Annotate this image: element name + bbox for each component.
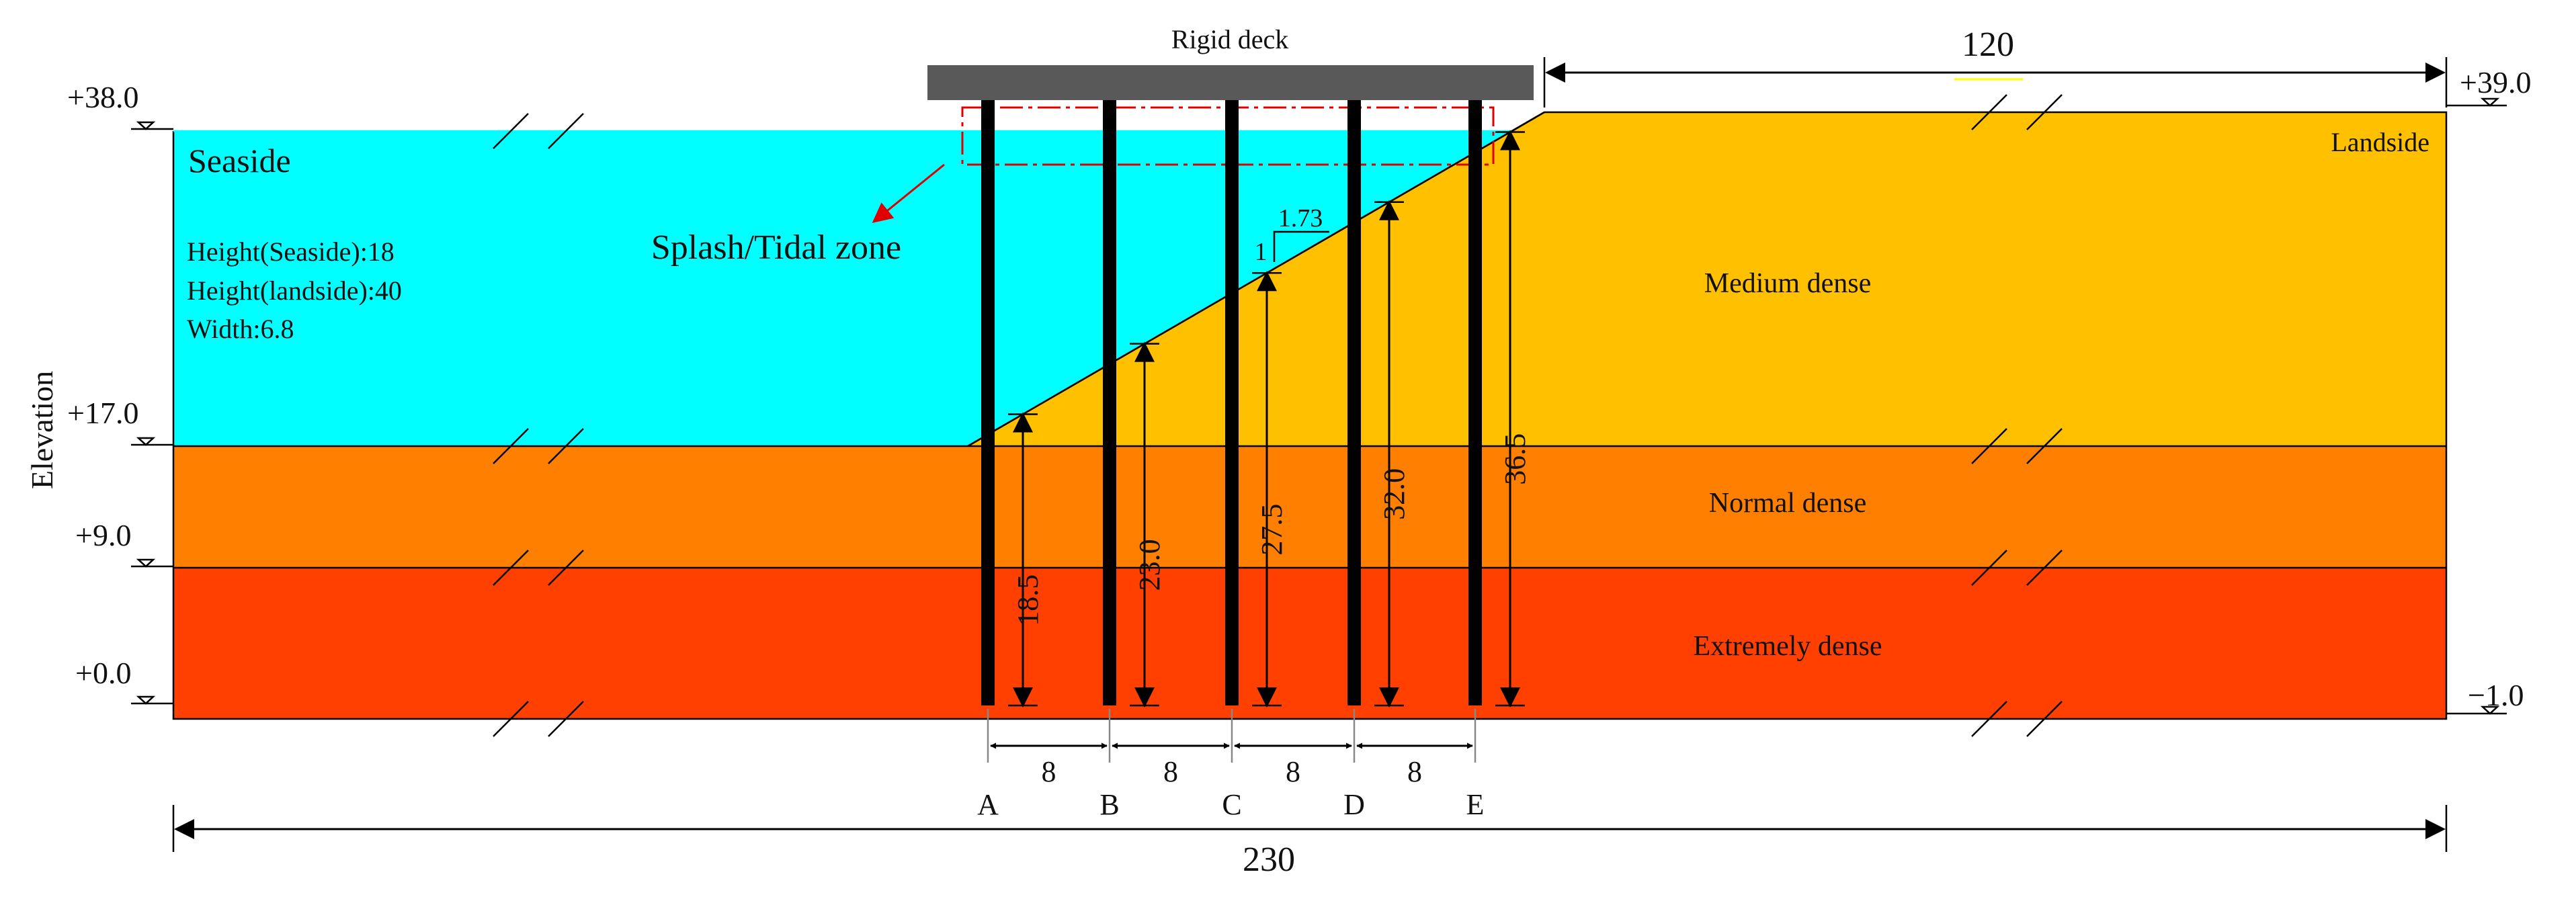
pile-b [1103, 100, 1116, 705]
spacing-label: 8 [1163, 755, 1178, 788]
svg-text:+17.0: +17.0 [67, 396, 138, 430]
layer-label-extreme: Extremely dense [1693, 631, 1882, 662]
break-mark [548, 428, 584, 464]
spacing-label: 8 [1286, 755, 1300, 788]
deck-title: Rigid deck [1171, 24, 1288, 54]
break-mark [548, 113, 584, 149]
break-mark [493, 113, 529, 149]
rigid-deck [927, 65, 1534, 100]
seaside-label: Seaside [188, 142, 291, 179]
elevation-marker-landside-top: +39.0 [2446, 65, 2531, 107]
slope-marker [1273, 230, 1329, 262]
info-width: Width:6.8 [187, 314, 294, 344]
top-dimension: 120 [1543, 26, 2448, 108]
seaside-water [173, 131, 1512, 446]
break-mark [1971, 428, 2007, 464]
embed-label-a: 18.5 [1011, 574, 1044, 626]
svg-text:+38.0: +38.0 [67, 80, 138, 114]
splash-zone-arrow [872, 163, 945, 223]
spacing-label: 8 [1042, 755, 1056, 788]
break-marks [493, 94, 2063, 737]
break-mark [548, 701, 584, 737]
layer-label-normal: Normal dense [1709, 488, 1866, 519]
pile-group: 18.5A 23.0B 27.5C 32.0D 36.5E 8 8 8 8 [977, 100, 1532, 821]
svg-text:−1.0: −1.0 [2468, 678, 2524, 712]
info-height-seaside: Height(Seaside):18 [187, 237, 394, 267]
splash-zone-label: Splash/Tidal zone [651, 228, 901, 267]
break-mark [2026, 428, 2063, 464]
break-mark [493, 701, 529, 737]
extremely-dense-layer [173, 568, 2446, 719]
landside-label: Landside [2331, 127, 2429, 157]
bottom-dimension: 230 [172, 805, 2448, 879]
break-mark [1971, 550, 2007, 586]
break-mark [548, 550, 584, 586]
pile-label-a: A [977, 788, 999, 821]
pile-label-d: D [1343, 788, 1365, 821]
pile-a [981, 100, 995, 705]
svg-text:+39.0: +39.0 [2460, 65, 2531, 99]
pile-label-e: E [1466, 788, 1485, 821]
elevation-axis-label: Elevation [25, 371, 59, 489]
slope-line [967, 111, 1545, 447]
pile-label-c: C [1222, 788, 1241, 821]
elevation-marker-seaside-top: +38.0 [67, 80, 173, 130]
pile-c [1225, 100, 1239, 705]
normal-dense-layer [173, 446, 2446, 568]
svg-text:+0.0: +0.0 [75, 656, 131, 690]
break-mark [2026, 550, 2063, 586]
break-mark [493, 428, 529, 464]
break-mark [1971, 701, 2007, 737]
embed-label-c: 27.5 [1255, 504, 1288, 556]
embed-label-d: 32.0 [1378, 468, 1411, 520]
embed-label-e: 36.5 [1499, 433, 1532, 485]
break-mark [2026, 701, 2063, 737]
info-height-landside: Height(landside):40 [187, 275, 402, 306]
break-mark [2026, 94, 2063, 130]
slope-run-label: 1.73 [1278, 204, 1323, 232]
pile-d [1347, 100, 1361, 705]
break-mark [493, 550, 529, 586]
svg-text:+9.0: +9.0 [75, 518, 131, 552]
layer-label-medium: Medium dense [1704, 268, 1871, 299]
pile-e [1468, 100, 1482, 705]
elevation-marker-seaside-bottom: +0.0 [75, 656, 173, 705]
slope-rise-label: 1 [1255, 238, 1268, 266]
spacing-label: 8 [1407, 755, 1422, 788]
bottom-dimension-label: 230 [1243, 841, 1295, 879]
break-mark [1971, 94, 2007, 130]
pile-label-b: B [1099, 788, 1119, 821]
top-dimension-label: 120 [1962, 26, 2014, 64]
elevation-marker-layer2: +9.0 [75, 518, 173, 568]
elevation-marker-layer1: +17.0 [67, 396, 173, 446]
medium-dense-layer [968, 112, 2446, 446]
elevation-marker-landside-bottom: −1.0 [2446, 678, 2524, 715]
embed-label-b: 23.0 [1133, 539, 1166, 591]
